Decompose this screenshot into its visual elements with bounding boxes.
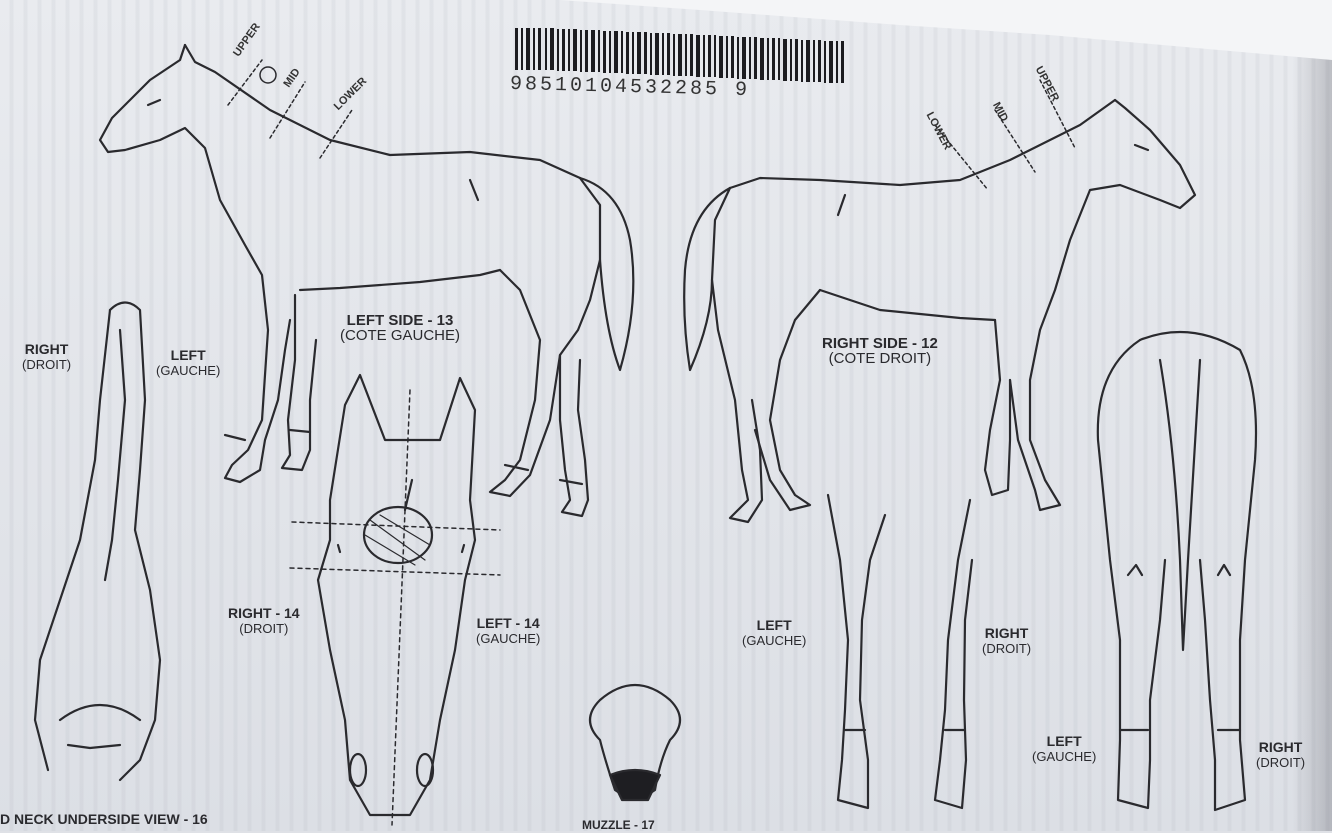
hind-right-text: RIGHT [1259,739,1303,755]
neck-left-label: LEFT (GAUCHE) [156,348,220,378]
head-left-sub: (GAUCHE) [476,631,540,646]
head-front-view [318,375,475,815]
left-side-subtitle: (COTE GAUCHE) [340,328,460,343]
hind-right-label: RIGHT (DROIT) [1256,740,1305,770]
head-right-sub: (DROIT) [228,621,300,636]
hind-view [1098,332,1256,810]
left-side-label: LEFT SIDE - 13 (COTE GAUCHE) [340,313,460,343]
hind-left-text: LEFT [1047,733,1082,749]
whorl-mark [260,67,276,83]
right-side-label: RIGHT SIDE - 12 (COTE DROIT) [822,336,938,366]
head-left-text: LEFT - 14 [477,615,540,631]
left-side-horse [100,45,633,516]
front-legs-view [828,495,972,808]
front-left-sub: (GAUCHE) [742,633,806,648]
hind-left-label: LEFT (GAUCHE) [1032,734,1096,764]
muzzle-view [590,685,680,800]
front-right-label: RIGHT (DROIT) [982,626,1031,656]
head-right-text: RIGHT - 14 [228,605,300,621]
right-side-subtitle: (COTE DROIT) [822,351,938,366]
neck-underside-caption: D NECK UNDERSIDE VIEW - 16 [0,812,208,827]
neck-left-sub: (GAUCHE) [156,363,220,378]
neck-right-text: RIGHT [25,341,69,357]
neck-underside-view [35,303,160,781]
page-edge [560,0,1332,60]
front-left-text: LEFT [757,617,792,633]
hind-right-sub: (DROIT) [1256,755,1305,770]
front-left-label: LEFT (GAUCHE) [742,618,806,648]
front-right-text: RIGHT [985,625,1029,641]
neck-left-text: LEFT [171,347,206,363]
front-right-sub: (DROIT) [982,641,1031,656]
head-guide-lines [290,390,500,825]
head-right-label: RIGHT - 14 (DROIT) [228,606,300,636]
neck-right-sub: (DROIT) [22,357,71,372]
right-side-horse [684,100,1195,522]
hind-left-sub: (GAUCHE) [1032,749,1096,764]
neck-right-label: RIGHT (DROIT) [22,342,71,372]
head-left-label: LEFT - 14 (GAUCHE) [476,616,540,646]
